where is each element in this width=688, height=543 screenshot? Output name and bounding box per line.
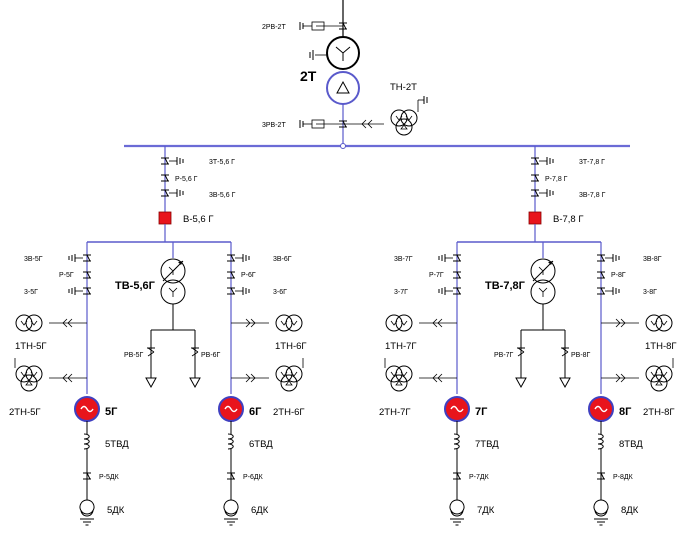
zv-label: 3В-5,6 Г xyxy=(209,192,236,199)
gen-zv-label: 3В-5Г xyxy=(24,256,43,263)
tn2-label: 2ТН-8Г xyxy=(643,407,675,418)
tn1-transformer[interactable] xyxy=(15,314,43,332)
gen-z-earth-icon xyxy=(438,286,454,296)
transformer-label: 2Т xyxy=(300,68,317,84)
r-label: Р-7,8 Г xyxy=(545,176,568,183)
gen-zv-label: 3В-8Г xyxy=(643,256,662,263)
zv-earth-icon xyxy=(538,188,554,198)
left-group-5-6: 3Т-5,6 Г Р-5,6 Г 3В-5,6 Г В-5,6 Г ТВ-5,6Г РВ-… xyxy=(9,146,307,526)
zt-earth-icon xyxy=(538,156,554,166)
tvd-reactor-icon xyxy=(597,433,604,450)
tv-transformer-upper[interactable] xyxy=(160,258,186,284)
rv-b-label: РВ-8Г xyxy=(571,352,591,359)
gen-z-label: 3-8Г xyxy=(643,289,657,296)
gen-zv-earth-icon xyxy=(68,253,84,263)
gen-z-earth-icon xyxy=(234,286,250,296)
rdk-label: Р-6ДК xyxy=(243,474,264,481)
gen-z-label: 3-5Г xyxy=(24,289,38,296)
zt-label: 3Т-7,8 Г xyxy=(579,159,605,166)
arc-suppression-coil[interactable] xyxy=(223,499,239,515)
rdk-label: Р-5ДК xyxy=(99,474,120,481)
tv-label: ТВ-5,6Г xyxy=(115,280,156,292)
tvd-reactor-icon xyxy=(83,433,90,450)
tvd-label: 6ТВД xyxy=(249,439,273,450)
arc-suppression-coil[interactable] xyxy=(593,499,609,515)
dk-label: 7ДК xyxy=(477,505,495,516)
rv-a-ground-icon xyxy=(145,377,157,388)
rv-upper-label: 2РВ-2Т xyxy=(262,24,286,31)
breaker-label: В-5,6 Г xyxy=(183,214,214,225)
arc-suppression-coil[interactable] xyxy=(449,499,465,515)
rdk-label: Р-8ДК xyxy=(613,474,634,481)
zv-label: 3В-7,8 Г xyxy=(579,192,606,199)
tn1-label: 1ТН-7Г xyxy=(385,341,417,352)
gen-zv-label: 3В-7Г xyxy=(394,256,413,263)
tn2-label: 2ТН-5Г xyxy=(9,407,41,418)
tn1-transformer[interactable] xyxy=(385,314,413,332)
tn-2t-label: ТН-2Т xyxy=(390,82,417,93)
breaker-switch[interactable] xyxy=(158,211,172,225)
rv-b-label: РВ-6Г xyxy=(201,352,221,359)
gen-r-label: Р-5Г xyxy=(59,272,74,279)
gen-r-label: Р-8Г xyxy=(611,272,626,279)
gen-zv-label: 3В-6Г xyxy=(273,256,292,263)
tn2-transformer[interactable] xyxy=(385,365,413,392)
gen-zv-earth-icon xyxy=(604,253,620,263)
arc-suppression-coil[interactable] xyxy=(79,499,95,515)
tn1-label: 1ТН-5Г xyxy=(15,341,47,352)
breaker-label: В-7,8 Г xyxy=(553,214,584,225)
dk-label: 8ДК xyxy=(621,505,639,516)
gen-r-label: Р-7Г xyxy=(429,272,444,279)
tn2-transformer[interactable] xyxy=(645,365,673,392)
tv-label: ТВ-7,8Г xyxy=(485,280,526,292)
top-transformer-section: 2РВ-2Т 2Т 3РВ-2Т ТН-2Т xyxy=(262,0,428,146)
tn1-transformer[interactable] xyxy=(275,314,303,332)
tvd-label: 8ТВД xyxy=(619,439,643,450)
tn2-label: 2ТН-6Г xyxy=(273,407,305,418)
r-label: Р-5,6 Г xyxy=(175,176,198,183)
tvd-label: 5ТВД xyxy=(105,439,129,450)
tn2-transformer[interactable] xyxy=(275,365,303,392)
rv-lower-label: 3РВ-2Т xyxy=(262,122,286,129)
rv-a-ground-icon xyxy=(515,377,527,388)
dk-label: 5ДК xyxy=(107,505,125,516)
rv-a-label: РВ-7Г xyxy=(494,352,514,359)
zv-earth-icon xyxy=(168,188,184,198)
gen-z-label: 3-7Г xyxy=(394,289,408,296)
dk-label: 6ДК xyxy=(251,505,269,516)
generator-label: 7Г xyxy=(475,406,488,418)
generator-label: 8Г xyxy=(619,406,632,418)
rv-b-ground-icon xyxy=(559,377,571,388)
generator-label: 5Г xyxy=(105,406,118,418)
tn1-label: 1ТН-6Г xyxy=(275,341,307,352)
tvd-reactor-icon xyxy=(227,433,234,450)
transformer-lv-winding[interactable] xyxy=(326,71,360,105)
rdk-label: Р-7ДК xyxy=(469,474,490,481)
breaker-switch[interactable] xyxy=(528,211,542,225)
rv-b-ground-icon xyxy=(189,377,201,388)
tn2-transformer[interactable] xyxy=(15,365,43,392)
zt-earth-icon xyxy=(168,156,184,166)
gen-r-label: Р-6Г xyxy=(241,272,256,279)
gen-z-earth-icon xyxy=(604,286,620,296)
tv-transformer-upper[interactable] xyxy=(530,258,556,284)
tn2-label: 2ТН-7Г xyxy=(379,407,411,418)
generator-label: 6Г xyxy=(249,406,262,418)
tn-2t-transformer[interactable] xyxy=(390,109,418,136)
gen-zv-earth-icon xyxy=(438,253,454,263)
rv-a-label: РВ-5Г xyxy=(124,352,144,359)
zt-label: 3Т-5,6 Г xyxy=(209,159,235,166)
tvd-label: 7ТВД xyxy=(475,439,499,450)
tn1-label: 1ТН-8Г xyxy=(645,341,677,352)
gen-zv-earth-icon xyxy=(234,253,250,263)
right-group-7-8: 3Т-7,8 Г Р-7,8 Г 3В-7,8 Г В-7,8 Г ТВ-7,8Г РВ-… xyxy=(379,146,677,526)
gen-z-earth-icon xyxy=(68,286,84,296)
gen-z-label: 3-6Г xyxy=(273,289,287,296)
tvd-reactor-icon xyxy=(453,433,460,450)
tn1-transformer[interactable] xyxy=(645,314,673,332)
